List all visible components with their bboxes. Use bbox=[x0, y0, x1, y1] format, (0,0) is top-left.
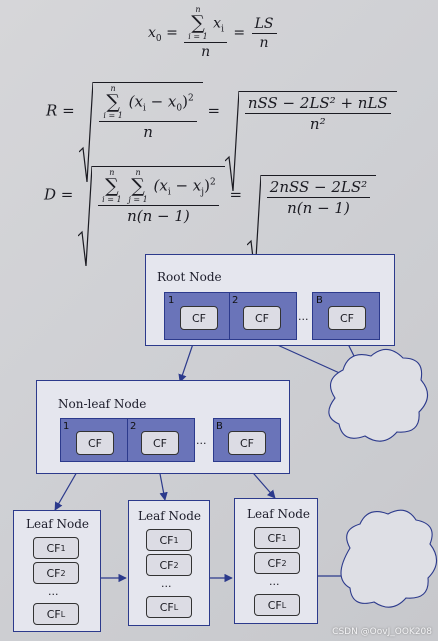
x0-den: n bbox=[201, 44, 211, 60]
r-sum-bottom: i = 1 bbox=[103, 111, 123, 120]
leaf-node-3-title: Leaf Node bbox=[247, 507, 310, 521]
d-rhs-sqrt: 2nSS − 2LS² n(n − 1) bbox=[247, 174, 377, 217]
r-rhs-den: n² bbox=[309, 114, 326, 133]
r-term-mid: − x bbox=[145, 92, 177, 111]
root-cf-2: CF bbox=[243, 306, 281, 330]
r-lhs: R bbox=[46, 101, 58, 120]
r-sum-top: n bbox=[110, 84, 116, 93]
leaf-1-dots: ... bbox=[48, 585, 59, 598]
d-sum2-bottom: j = 1 bbox=[128, 195, 148, 204]
d-lhs: D bbox=[44, 185, 57, 204]
d-sqrt: n∑i = 1 n∑j = 1 (xi − xj)2 n(n − 1) bbox=[78, 166, 225, 225]
nonleaf-node-title: Non-leaf Node bbox=[58, 397, 147, 411]
watermark: CSDN @OovJ_OOK208 bbox=[332, 627, 432, 637]
x0-lhs-sub: 0 bbox=[155, 33, 162, 44]
d-term-sub2: j bbox=[201, 187, 205, 198]
root-entry-2-index: 2 bbox=[232, 295, 239, 306]
root-node-title: Root Node bbox=[157, 270, 222, 284]
r-sqrt: n∑i = 1 (xi − x0)2 n bbox=[79, 82, 203, 141]
r-rhs-sqrt: nSS − 2LS² + nLS n² bbox=[225, 90, 397, 133]
d-rhs-num: 2nSS − 2LS² bbox=[266, 178, 371, 198]
nonleaf-dots: ... bbox=[196, 434, 207, 447]
r-den: n bbox=[143, 123, 153, 141]
cloud-shape-upper bbox=[328, 348, 429, 442]
equation-d: D = n∑i = 1 n∑j = 1 (xi − xj)2 n(n − 1) … bbox=[44, 166, 377, 225]
nonleaf-entry-1-index: 1 bbox=[63, 421, 70, 432]
root-cf-1: CF bbox=[180, 306, 218, 330]
x0-num-term: x bbox=[213, 15, 222, 32]
r-rhs-num: nSS − 2LS² + nLS bbox=[244, 94, 391, 114]
r-term-sup: 2 bbox=[188, 93, 194, 104]
d-sum1-top: n bbox=[109, 168, 115, 177]
d-term-mid: − x bbox=[170, 176, 202, 195]
x0-sum-bottom: i = 1 bbox=[188, 32, 208, 41]
x0-lhs: x bbox=[148, 25, 156, 41]
leaf-3-dots: ... bbox=[269, 575, 280, 588]
equation-r: R = n∑i = 1 (xi − x0)2 n = nSS − 2LS² + … bbox=[46, 82, 397, 141]
x0-fraction: n∑i = 1 xi n bbox=[184, 6, 227, 60]
root-entry-b-index: B bbox=[316, 295, 323, 306]
d-sum1-bottom: i = 1 bbox=[102, 195, 122, 204]
x0-sum-top: n bbox=[195, 5, 201, 14]
d-term-sub: i bbox=[167, 187, 171, 198]
x0-rhs-num: LS bbox=[251, 16, 277, 34]
nonleaf-cf-1: CF bbox=[76, 431, 114, 455]
nonleaf-cf-b: CF bbox=[228, 431, 266, 455]
x0-num-sub: i bbox=[221, 24, 224, 35]
d-term-end: ) bbox=[204, 176, 210, 195]
d-term-sup: 2 bbox=[209, 177, 216, 188]
leaf-node-2-title: Leaf Node bbox=[138, 509, 201, 523]
d-den: n(n − 1) bbox=[127, 207, 190, 225]
nonleaf-cf-2: CF bbox=[141, 431, 179, 455]
leaf-2-dots: ... bbox=[161, 577, 172, 590]
cloud-shape-lower bbox=[340, 509, 438, 608]
d-rhs-den: n(n − 1) bbox=[287, 198, 350, 217]
r-term-end: ) bbox=[182, 92, 188, 111]
d-sum2-top: n bbox=[135, 168, 141, 177]
x0-rhs-fraction: LS n bbox=[251, 16, 277, 51]
x0-rhs-den: n bbox=[259, 34, 269, 51]
r-term-sub: i bbox=[142, 103, 146, 114]
root-entry-1-index: 1 bbox=[168, 295, 175, 306]
nonleaf-entry-b-index: B bbox=[216, 421, 223, 432]
d-term: (x bbox=[153, 176, 168, 195]
r-term-sub2: 0 bbox=[176, 103, 183, 114]
r-term: (x bbox=[128, 92, 143, 111]
root-dots: ... bbox=[298, 310, 309, 323]
leaf-node-1-title: Leaf Node bbox=[26, 517, 89, 531]
equation-x0: x0 = n∑i = 1 xi n = LS n bbox=[148, 6, 279, 60]
root-cf-b: CF bbox=[328, 306, 366, 330]
nonleaf-entry-2-index: 2 bbox=[130, 421, 137, 432]
